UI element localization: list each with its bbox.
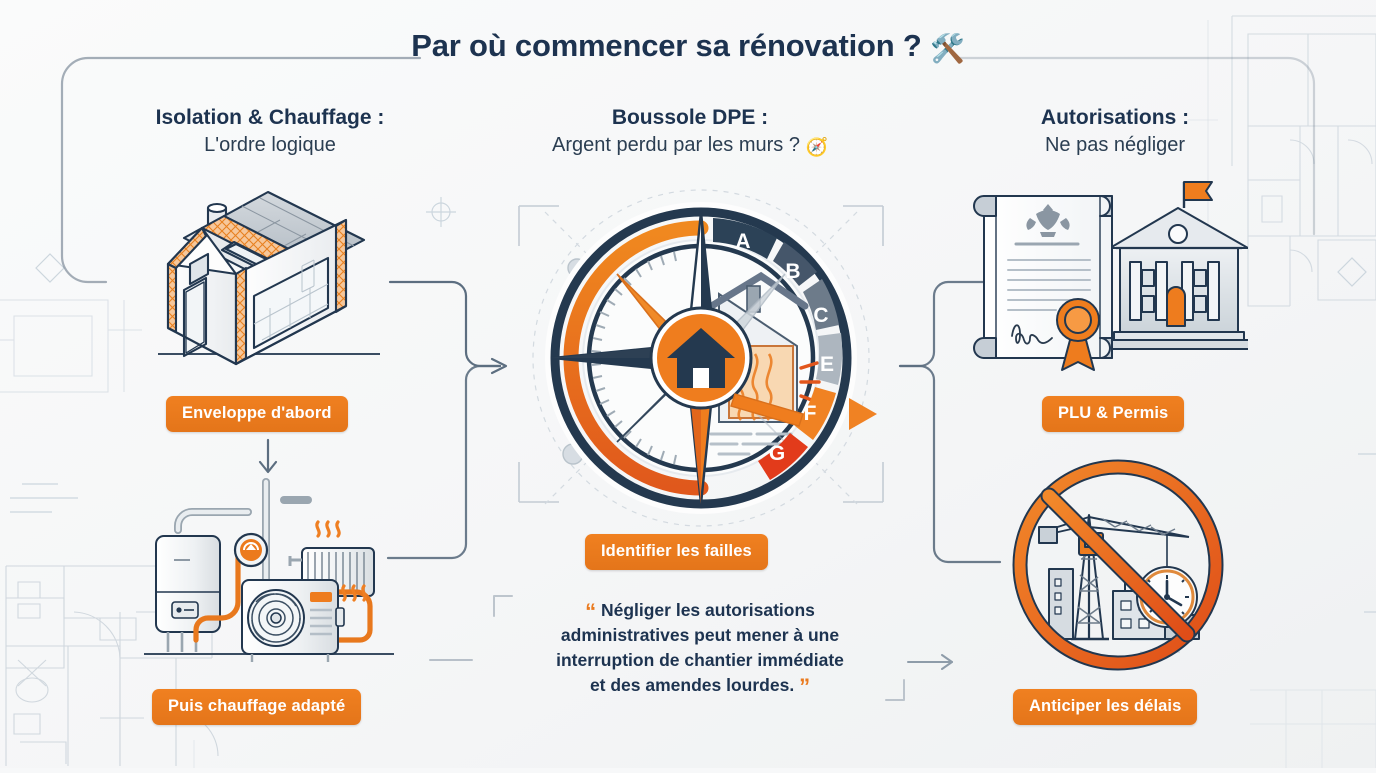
quote-open-mark: “ (585, 599, 597, 624)
quote-line-1-text: Négliger les autorisations (600, 600, 815, 620)
no-construction-delay-icon (993, 455, 1243, 680)
column-heading-autorisations-subtitle: Ne pas négliger (1044, 133, 1186, 156)
dpe-label-C: C (813, 304, 828, 327)
dpe-compass-gauge-icon: A B C E F G (505, 172, 897, 557)
dpe-label-G: G (769, 442, 785, 465)
column-heading-dpe: Boussole DPE : Argent perdu par les murs… (480, 106, 900, 158)
quote-line-2: administratives peut mener à une (560, 624, 840, 645)
pill-anticiper-les-delais[interactable]: Anticiper les délais (1013, 689, 1198, 725)
dpe-label-B: B (785, 260, 800, 283)
pill-identifier-les-failles[interactable]: Identifier les failles (585, 534, 768, 570)
column-heading-dpe-title: Boussole DPE : (611, 106, 769, 129)
dpe-label-A: A (735, 230, 750, 253)
column-heading-autorisations: Autorisations : Ne pas négliger (960, 106, 1270, 157)
column-heading-isolation: Isolation & Chauffage : L'ordre logique (85, 106, 455, 157)
page-title-text: Par où commencer sa rénovation ? (411, 28, 922, 63)
compass-icon: 🧭 (805, 136, 828, 157)
column-heading-isolation-title: Isolation & Chauffage : (155, 106, 385, 129)
quote-line-4-text: et des amendes lourdes. (589, 674, 795, 695)
dpe-label-F: F (804, 402, 817, 425)
quote-line-1: “ Négliger les autorisations (490, 598, 910, 623)
cutaway-house-insulation-icon (150, 168, 386, 393)
dpe-label-E: E (820, 353, 834, 376)
pill-enveloppe-dabord[interactable]: Enveloppe d'abord (166, 396, 348, 432)
dpe-rating-arc: A B C E F G (713, 218, 843, 480)
permit-scroll-townhall-icon (970, 176, 1251, 383)
quote-block: “ Négliger les autorisations administrat… (490, 598, 910, 697)
pill-puis-chauffage-adapte[interactable]: Puis chauffage adapté (152, 689, 362, 725)
column-heading-autorisations-title: Autorisations : (1040, 106, 1190, 129)
pill-plu-et-permis[interactable]: PLU & Permis (1042, 396, 1185, 432)
column-heading-dpe-subtitle-text: Argent perdu par les murs ? (552, 133, 800, 156)
column-heading-dpe-subtitle: Argent perdu par les murs ? 🧭 (480, 134, 900, 158)
boiler-radiator-heatpump-icon (138, 452, 400, 677)
quote-close-mark: ” (799, 673, 811, 699)
dpe-pointer (730, 393, 877, 430)
hammer-wrench-icon: 🛠️ (930, 33, 965, 64)
quote-line-3: interruption de chantier immédiate (556, 649, 844, 670)
page-title: Par où commencer sa rénovation ? 🛠️ (0, 28, 1376, 65)
quote-line-4: et des amendes lourdes. ” (490, 673, 910, 698)
column-heading-isolation-subtitle: L'ordre logique (204, 133, 336, 156)
